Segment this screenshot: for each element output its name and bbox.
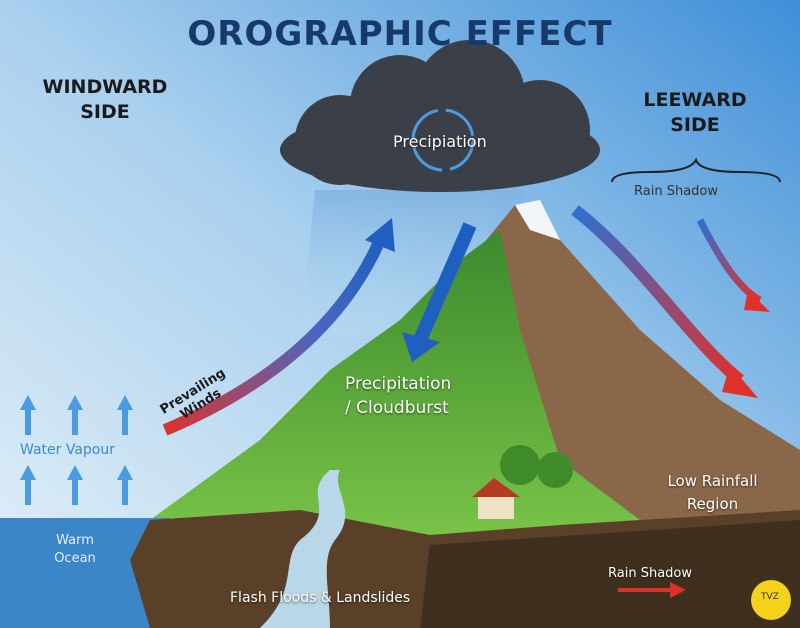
leeward-wind-arrow xyxy=(571,205,744,385)
storm-cloud xyxy=(280,40,600,192)
cloud-label: Precipiation xyxy=(393,132,487,151)
page-title: OROGRAPHIC EFFECT xyxy=(187,14,613,54)
logo-text: TVZ xyxy=(761,592,779,602)
vapour-arrows xyxy=(20,395,133,505)
rain-shadow-bottom-label: Rain Shadow xyxy=(608,566,692,581)
snow-peak xyxy=(515,200,560,240)
river xyxy=(260,470,346,628)
precipitation-cloudburst-label: Precipitation/ Cloudburst xyxy=(345,374,452,418)
water-vapour-label: Water Vapour xyxy=(20,442,115,458)
rain-shadow-top-label: Rain Shadow xyxy=(634,184,718,199)
tree xyxy=(500,445,540,485)
flash-floods-label: Flash Floods & Landslides xyxy=(230,590,411,606)
logo xyxy=(751,580,791,620)
house xyxy=(478,495,514,519)
cycle-icon xyxy=(411,108,475,172)
brace xyxy=(611,157,781,183)
ground-shadow xyxy=(420,520,800,628)
prevailing-wind-arrow xyxy=(162,237,386,436)
downpour-arrow xyxy=(413,222,477,343)
